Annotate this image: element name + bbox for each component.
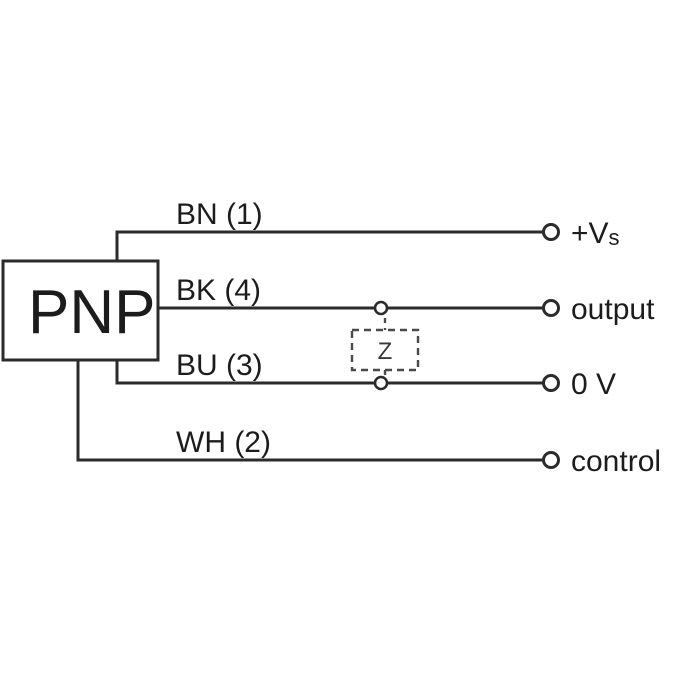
- wire-bn: [115, 230, 544, 261]
- terminal-output[interactable]: [542, 299, 560, 317]
- terminal-label-0v: 0 V: [571, 368, 616, 401]
- wire-label-bk: BK (4): [176, 274, 261, 307]
- pnp-device-label: PNP: [28, 278, 155, 347]
- wire-label-bu: BU (3): [176, 349, 263, 382]
- wire-bu: [115, 360, 544, 385]
- terminal-label-control: control: [571, 445, 661, 478]
- terminal-vs[interactable]: [542, 223, 560, 241]
- terminal-label-vs-sub: s: [609, 225, 620, 250]
- terminal-label-output: output: [571, 293, 655, 326]
- wire-wh: [76, 360, 544, 462]
- terminal-label-vs-main: +V: [571, 217, 609, 250]
- wire-label-wh: WH (2): [176, 426, 271, 459]
- terminal-label-vs: +Vs: [571, 217, 620, 250]
- wire-label-bn: BN (1): [176, 198, 263, 231]
- junction-0v: [373, 375, 389, 391]
- z-element-box: [350, 328, 420, 372]
- pnp-device-box: [1, 259, 160, 362]
- junction-output: [373, 300, 389, 316]
- terminal-0v[interactable]: [542, 374, 560, 392]
- terminal-control[interactable]: [542, 451, 560, 469]
- z-element-label: Z: [378, 338, 393, 365]
